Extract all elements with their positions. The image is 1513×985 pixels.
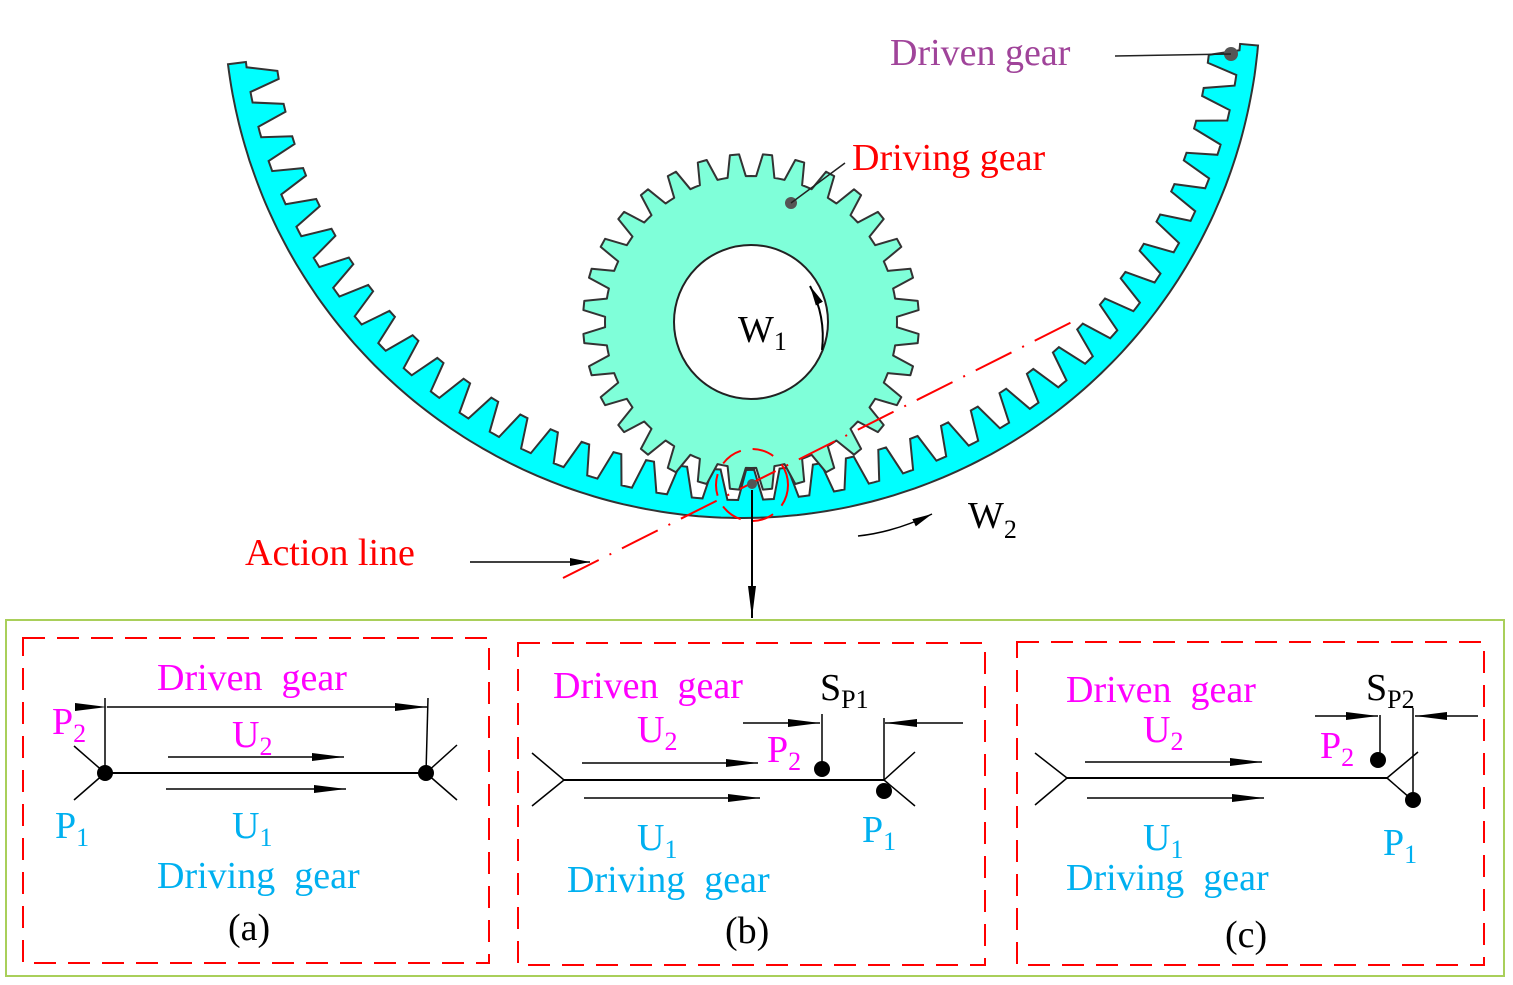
- panel-c-p1-label: P1: [1383, 822, 1417, 869]
- mesh-zone-circle: [715, 448, 789, 522]
- w1-label: W1: [738, 309, 787, 356]
- panel-c-tooth-right-1: [1386, 751, 1419, 779]
- panel-a-u2-label: U2: [232, 714, 272, 761]
- panel-c-p2-label: P2: [1320, 725, 1354, 772]
- panel-c-s-label: SP2: [1366, 667, 1415, 714]
- panel-c-point-p2: [1370, 752, 1386, 768]
- driven-gear-label: Driven gear: [890, 32, 1071, 74]
- panel-b-u2-label: U2: [637, 709, 677, 756]
- panel-b-tooth-left-2: [531, 779, 565, 807]
- detail-frame: [5, 619, 1505, 977]
- panel-b-p1-label: P1: [862, 809, 896, 856]
- panel-a-point-left: [97, 765, 113, 781]
- driving-gear-leader: [790, 162, 846, 204]
- panel-b-driven-label: Driven gear: [553, 665, 743, 707]
- panel-a-driven-label: Driven gear: [157, 657, 347, 699]
- panel-b-border: [517, 642, 986, 966]
- panel-c-point-p1: [1405, 792, 1421, 808]
- panel-c-tooth-left-1: [1034, 752, 1068, 779]
- panel-c-u1-label: U1: [1143, 817, 1183, 864]
- panel-b: Driven gear SP1 U2 P2 P1 U1 Driving gear…: [517, 642, 986, 966]
- panel-c-caption: (c): [1225, 914, 1267, 956]
- contact-point-dot: [747, 479, 757, 489]
- action-line: [562, 321, 1073, 579]
- panel-b-driving-label: Driving gear: [567, 859, 770, 901]
- panel-b-u1-label: U1: [637, 817, 677, 864]
- panel-a-border: [22, 637, 490, 964]
- driven-gear-leader: [1114, 53, 1232, 57]
- driving-gear-label: Driving gear: [852, 137, 1045, 179]
- w1-rotation-arrow-icon: [809, 285, 824, 351]
- w2-rotation-arrow-icon: [857, 513, 933, 537]
- panel-c-driving-label: Driving gear: [1066, 857, 1269, 899]
- panel-a-p2-label: P2: [52, 701, 86, 748]
- panel-a-p1-label: P1: [55, 805, 89, 852]
- panel-b-tooth-left-1: [531, 752, 565, 781]
- panel-a: Driven gear P2 U2 P1 U1 Driving gear (a): [22, 637, 490, 964]
- panel-a-caption: (a): [228, 907, 270, 949]
- panel-c: Driven gear SP2 U2 P2 P1 U1 Driving gear…: [1016, 641, 1485, 966]
- driven-ring-gear: [226, 42, 1260, 519]
- panel-b-tooth-right-2: [883, 779, 916, 807]
- w2-label: W2: [968, 495, 1017, 544]
- panel-c-driven-label: Driven gear: [1066, 669, 1256, 711]
- panel-b-caption: (b): [725, 910, 769, 952]
- panel-c-tooth-left-2: [1034, 777, 1068, 806]
- panel-b-p2-label: P2: [767, 729, 801, 776]
- panel-b-point-p2: [814, 761, 830, 777]
- panel-c-u2-label: U2: [1143, 709, 1183, 756]
- panel-b-tooth-right-1: [883, 751, 916, 781]
- panel-a-ext-right: [425, 697, 429, 774]
- panel-b-s-label: SP1: [820, 667, 869, 714]
- panel-a-point-right: [418, 765, 434, 781]
- panel-c-tooth-right-2: [1386, 777, 1411, 799]
- action-line-label: Action line: [245, 532, 415, 574]
- panel-b-point-p1: [876, 783, 892, 799]
- panel-a-u1-label: U1: [232, 805, 272, 852]
- pinion-bore: [673, 244, 829, 400]
- panel-c-border: [1016, 641, 1485, 966]
- panel-a-driving-label: Driving gear: [157, 855, 360, 897]
